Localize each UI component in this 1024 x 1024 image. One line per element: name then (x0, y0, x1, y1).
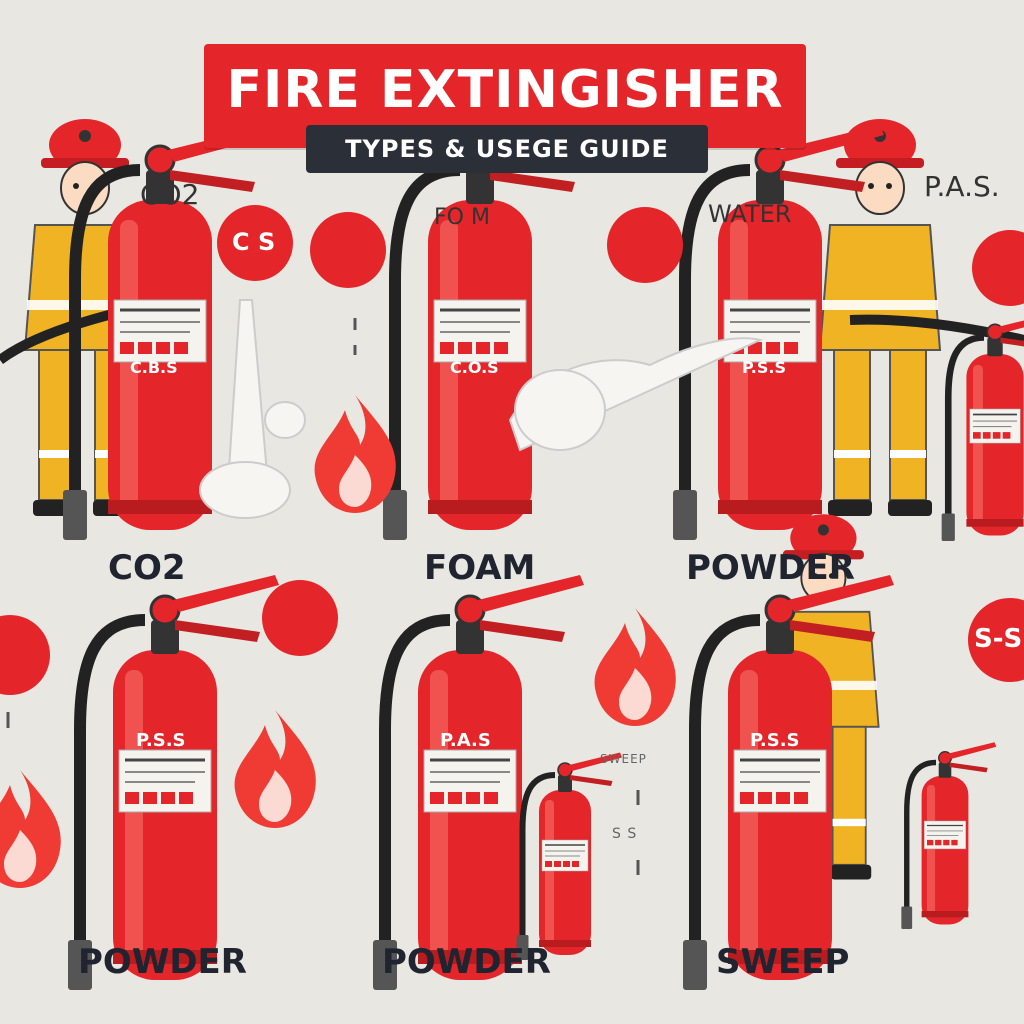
extinguisher-small-1 (942, 313, 1024, 541)
top-label-pas: P.A.S. (924, 170, 1000, 203)
flame-icon-4 (0, 770, 61, 888)
faint-ss-text: S S (612, 826, 638, 842)
badge-text-2: S-S (974, 624, 1023, 654)
top-label-foam: FO M (434, 205, 490, 230)
fire-class-badge-4 (972, 230, 1024, 306)
page-title: FIRE EXTINGISHER (226, 60, 784, 120)
extinguisher-tag-3: P.S.S (742, 358, 786, 377)
extinguisher-tag-2: C.O.S (450, 358, 499, 377)
fire-class-badge-6 (0, 615, 50, 695)
extinguisher-tag-4: P.S.S (136, 730, 186, 751)
faint-sweep-text: SWEEP (600, 752, 647, 766)
extinguisher-tag-1: C.B.S (130, 358, 178, 377)
fire-class-badge-3 (607, 207, 683, 283)
label-foam: FOAM (424, 548, 536, 588)
top-label-co2: CO2 (140, 178, 200, 211)
label-sweep: SWEEP (716, 942, 850, 982)
badge-text-1: C S (232, 228, 276, 256)
subtitle-box: TYPES & USEGE GUIDE (306, 125, 708, 173)
extinguisher-tag-6: P.S.S (750, 730, 800, 751)
fire-class-badge-1 (310, 212, 386, 288)
label-powder-2: POWDER (78, 942, 247, 982)
top-label-water: WATER (708, 200, 792, 228)
flame-icon-2 (234, 710, 316, 828)
flame-icon-1 (314, 395, 396, 513)
fire-class-badge-7 (968, 598, 1024, 682)
page-subtitle: TYPES & USEGE GUIDE (345, 135, 669, 163)
label-powder-3: POWDER (382, 942, 551, 982)
label-powder-1: POWDER (686, 548, 855, 588)
label-co2: CO2 (108, 548, 186, 588)
extinguisher-2 (383, 125, 594, 540)
flame-icon-3 (594, 608, 676, 726)
fire-class-badge-5 (262, 580, 338, 656)
extinguisher-small-3 (901, 742, 996, 929)
extinguisher-tag-5: P.A.S (440, 730, 491, 751)
extinguisher-small-2 (517, 753, 623, 961)
